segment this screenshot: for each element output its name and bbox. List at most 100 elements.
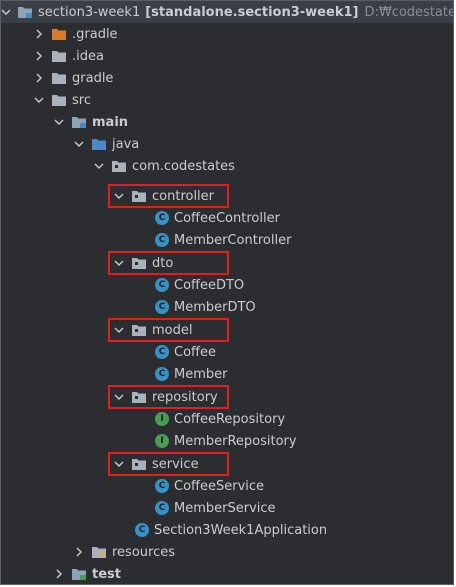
chevron-right-icon[interactable] bbox=[53, 568, 65, 580]
tree-row-src[interactable]: src bbox=[1, 89, 453, 111]
highlight-box-model bbox=[108, 318, 229, 342]
class-icon: C bbox=[155, 233, 169, 247]
tree-row-repository[interactable]: repository bbox=[1, 386, 453, 408]
tree-label: CoffeeService bbox=[174, 478, 265, 494]
package-folder-icon bbox=[111, 159, 127, 173]
package-folder-icon bbox=[131, 457, 147, 471]
tree-label: resources bbox=[112, 544, 176, 560]
chevron-down-icon[interactable] bbox=[53, 116, 65, 128]
tree-row-main[interactable]: main bbox=[1, 111, 453, 133]
module-folder-icon bbox=[71, 567, 87, 581]
tree-label: .gradle bbox=[72, 26, 118, 42]
tree-row-class[interactable]: C CoffeeDTO bbox=[1, 274, 453, 296]
chevron-down-icon[interactable] bbox=[113, 391, 125, 403]
tree-row-class[interactable]: C MemberController bbox=[1, 229, 453, 251]
chevron-down-icon[interactable] bbox=[113, 190, 125, 202]
tree-row-test[interactable]: test bbox=[1, 563, 453, 584]
tree-row-class[interactable]: C Coffee bbox=[1, 341, 453, 363]
source-folder-icon bbox=[91, 137, 107, 151]
interface-icon: I bbox=[155, 412, 169, 426]
tree-label: main bbox=[92, 114, 129, 130]
tree-label: Section3Week1Application bbox=[154, 522, 328, 538]
tree-row-project[interactable]: section3-week1 [standalone.section3-week… bbox=[1, 1, 453, 23]
tree-label: test bbox=[92, 566, 121, 582]
tree-label: MemberService bbox=[174, 500, 276, 516]
tree-label: repository bbox=[152, 389, 218, 405]
tree-row-controller[interactable]: controller bbox=[1, 185, 453, 207]
folder-icon bbox=[51, 93, 67, 107]
tree-row-package[interactable]: com.codestates bbox=[1, 155, 453, 177]
tree-row-resources[interactable]: resources bbox=[1, 541, 453, 563]
tree-row-model[interactable]: model bbox=[1, 319, 453, 341]
module-folder-icon bbox=[71, 115, 87, 129]
tree-row-class[interactable]: C MemberService bbox=[1, 497, 453, 519]
interface-icon: I bbox=[155, 434, 169, 448]
tree-label: MemberDTO bbox=[174, 299, 256, 315]
chevron-down-icon[interactable] bbox=[33, 94, 45, 106]
tree-label: .idea bbox=[72, 48, 104, 64]
excluded-folder-icon bbox=[51, 27, 67, 41]
tree-row-gradle-hidden[interactable]: .gradle bbox=[1, 23, 453, 45]
spring-boot-class-icon: C bbox=[135, 523, 149, 537]
tree-label: src bbox=[72, 92, 91, 108]
chevron-right-icon[interactable] bbox=[73, 546, 85, 558]
chevron-down-icon[interactable] bbox=[113, 324, 125, 336]
chevron-right-icon[interactable] bbox=[33, 50, 45, 62]
class-icon: C bbox=[155, 345, 169, 359]
chevron-down-icon[interactable] bbox=[93, 160, 105, 172]
project-name: section3-week1 bbox=[38, 4, 141, 20]
tree-label: gradle bbox=[72, 70, 114, 86]
module-folder-icon bbox=[17, 5, 33, 19]
tree-label: model bbox=[152, 322, 193, 338]
tree-row-class[interactable]: C CoffeeService bbox=[1, 475, 453, 497]
tree-row-interface[interactable]: I MemberRepository bbox=[1, 430, 453, 452]
tree-row-service[interactable]: service bbox=[1, 453, 453, 475]
package-folder-icon bbox=[131, 390, 147, 404]
highlight-box-repository bbox=[108, 385, 229, 409]
tree-label: MemberRepository bbox=[174, 433, 297, 449]
tree-row-application[interactable]: C Section3Week1Application bbox=[1, 519, 453, 541]
tree-label: dto bbox=[152, 255, 174, 271]
class-icon: C bbox=[155, 278, 169, 292]
tree-label: controller bbox=[152, 188, 215, 204]
tree-label: Coffee bbox=[174, 344, 216, 360]
folder-icon bbox=[51, 71, 67, 85]
chevron-down-icon[interactable] bbox=[113, 257, 125, 269]
chevron-down-icon[interactable] bbox=[73, 138, 85, 150]
tree-label: java bbox=[112, 136, 140, 152]
tree-label: CoffeeDTO bbox=[174, 277, 245, 293]
resources-folder-icon bbox=[91, 545, 107, 559]
highlight-box-controller bbox=[108, 184, 229, 208]
class-icon: C bbox=[155, 479, 169, 493]
tree-row-java[interactable]: java bbox=[1, 133, 453, 155]
folder-icon bbox=[51, 49, 67, 63]
chevron-down-icon[interactable] bbox=[1, 6, 11, 18]
class-icon: C bbox=[155, 300, 169, 314]
chevron-right-icon[interactable] bbox=[33, 28, 45, 40]
package-folder-icon bbox=[131, 256, 147, 270]
tree-row-class[interactable]: C MemberDTO bbox=[1, 296, 453, 318]
tree-row-interface[interactable]: I CoffeeRepository bbox=[1, 408, 453, 430]
chevron-right-icon[interactable] bbox=[33, 72, 45, 84]
tree-row-gradle[interactable]: gradle bbox=[1, 67, 453, 89]
chevron-down-icon[interactable] bbox=[113, 458, 125, 470]
class-icon: C bbox=[155, 367, 169, 381]
tree-row-idea[interactable]: .idea bbox=[1, 45, 453, 67]
tree-label: com.codestates bbox=[132, 158, 235, 174]
highlight-box-dto bbox=[108, 251, 229, 275]
tree-label: MemberController bbox=[174, 232, 292, 248]
tree-row-class[interactable]: C CoffeeController bbox=[1, 207, 453, 229]
tree-row-dto[interactable]: dto bbox=[1, 252, 453, 274]
package-folder-icon bbox=[131, 189, 147, 203]
class-icon: C bbox=[155, 211, 169, 225]
tree-label: CoffeeController bbox=[174, 210, 280, 226]
tree-label: Member bbox=[174, 366, 228, 382]
tree-row-class[interactable]: C Member bbox=[1, 363, 453, 385]
module-name: [standalone.section3-week1] bbox=[145, 4, 359, 20]
project-path: D:₩codestates₩pr bbox=[364, 4, 454, 20]
class-icon: C bbox=[155, 501, 169, 515]
highlight-box-service bbox=[108, 452, 229, 476]
package-folder-icon bbox=[131, 323, 147, 337]
tree-label: CoffeeRepository bbox=[174, 411, 286, 427]
